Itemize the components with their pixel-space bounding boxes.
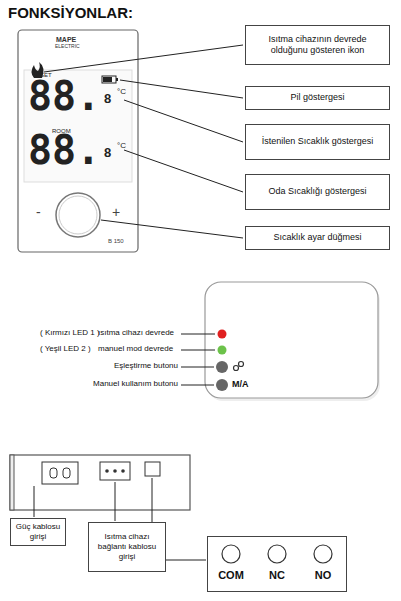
display-digits: 88. (28, 76, 100, 116)
callout-box: İstenilen Sıcaklık göstergesi (245, 124, 390, 160)
page-title: FONKSİYONLAR: (8, 4, 133, 21)
button-label: Eşleştirme butonu (114, 362, 178, 370)
led-label: ( Yeşil LED 2 ) (40, 345, 91, 353)
model-number: B 150 (108, 238, 124, 244)
callout-text: Güç kablosu girişi (15, 522, 61, 542)
plus-sign: + (112, 205, 120, 219)
callout-text: İstenilen Sıcaklık göstergesi (250, 136, 385, 147)
led-label: ( Kırmızı LED 1 ) (40, 329, 100, 337)
terminal-screws (208, 537, 346, 591)
terminal-label: COM (218, 569, 244, 581)
brand-sub: ELECTRIC (55, 44, 80, 49)
brand-name: MAPE (56, 36, 76, 43)
unit-label: °C (117, 142, 126, 150)
button-label: Manuel kullanım butonu (93, 380, 178, 388)
callout-box: Oda Sıcaklığı göstergesi (245, 174, 390, 210)
callout-text: Isıtma cihazının devrede olduğunu göster… (250, 34, 385, 57)
display-digit-small: 8 (104, 92, 111, 105)
display-digits: 88. (28, 130, 100, 170)
button-mark: M/A (232, 380, 249, 389)
callout-box: Pil göstergesi (245, 86, 390, 110)
callout-box: Güç kablosu girişi (10, 518, 66, 546)
unit-label: °C (117, 88, 126, 96)
callout-box: Sıcaklık ayar düğmesi (245, 226, 390, 250)
callout-text: Oda Sıcaklığı göstergesi (250, 186, 385, 197)
callout-text: Pil göstergesi (250, 92, 385, 103)
terminal-label: NO (315, 569, 332, 581)
callout-text: Sıcaklık ayar düğmesi (250, 232, 385, 243)
led-description: manuel mod devrede (98, 345, 173, 353)
callout-text: Isıtma cihazı bağlantı kablosu girişi (93, 532, 161, 562)
terminal-label: NC (269, 569, 285, 581)
terminal-box: COM NC NO (207, 536, 347, 592)
minus-sign: - (36, 205, 41, 219)
callout-box: Isıtma cihazının devrede olduğunu göster… (245, 25, 390, 65)
callout-box: Isıtma cihazı bağlantı kablosu girişi (88, 522, 166, 572)
display-digit-small: 8 (104, 146, 111, 159)
led-description: ısıtma cihazı devrede (98, 329, 174, 337)
